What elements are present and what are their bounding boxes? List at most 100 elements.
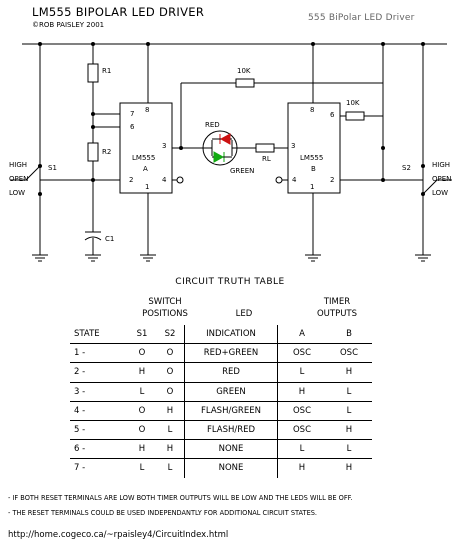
subtitle: 555 BiPolar LED Driver [308,13,415,23]
cell-state: 7 - [70,458,128,478]
footer-url[interactable]: http://home.cogeco.ca/~rpaisley4/Circuit… [8,530,229,540]
hdr-positions: POSITIONS [142,309,188,319]
cell-b: H [326,419,372,440]
ic-b-unit: B [311,165,316,173]
hdr-outputs: OUTPUTS [316,309,358,319]
label-led-red: RED [205,121,220,129]
cell-state: 4 - [70,400,128,421]
resistor-r2 [87,142,99,162]
green-led-icon [213,151,225,163]
cell-b: L [326,400,372,421]
cell-s2: O [156,381,185,402]
pin-b-2: 2 [330,176,335,184]
copyright: ©ROB PAISLEY 2001 [32,21,105,29]
cell-a: H [277,458,326,478]
ic-lm555-b [287,102,341,194]
table-row: 3 - L O GREEN H L [70,381,372,402]
label-s2: S2 [402,164,411,172]
cell-b: L [326,381,372,402]
cell-indication: GREEN [184,381,278,402]
diagram-title: LM555 BIPOLAR LED DRIVER [32,5,205,19]
cell-indication: RED [184,362,278,383]
cell-s1: L [128,381,156,402]
label-c1: C1 [105,235,115,243]
cell-b: H [326,362,372,383]
cell-a: OSC [277,419,326,440]
label-led-green: GREEN [230,167,255,175]
s2-low: LOW [432,189,449,197]
ic-a-unit: A [143,165,148,173]
note-2: - THE RESET TERMINALS COULD BE USED INDE… [8,509,318,517]
col-s2: S2 [156,325,185,345]
col-state: STATE [70,325,128,345]
cell-s2: H [156,439,185,459]
table-row: 6 - H H NONE L L [70,439,372,459]
cell-a: OSC [277,400,326,421]
s2-high: HIGH [432,161,451,169]
label-r2: R2 [102,148,112,156]
cell-state: 6 - [70,439,128,459]
cell-s2: L [156,458,185,478]
cell-s2: L [156,419,185,440]
pin-b-1: 1 [310,183,315,191]
pin-b-4: 4 [292,176,297,184]
hdr-led: LED [235,309,253,319]
cell-state: 3 - [70,381,128,402]
label-s1: S1 [48,164,57,172]
pin-a-1: 1 [145,183,150,191]
pin-a-6: 6 [130,123,135,131]
s1-open: OPEN [9,175,29,183]
cell-s1: H [128,362,156,383]
cell-state: 2 - [70,362,128,383]
hdr-timer: TIMER [323,297,351,307]
cell-s1: H [128,439,156,459]
truth-table: STATE S1 S2 INDICATION A B 1 - O O RED+G… [70,325,372,478]
label-rl: RL [262,155,271,163]
pin-b-6: 6 [330,111,335,119]
pin-a-2: 2 [129,176,134,184]
cell-s1: L [128,458,156,478]
pin-a-3: 3 [162,142,167,150]
cell-s2: H [156,400,185,421]
note-1: - IF BOTH RESET TERMINALS ARE LOW BOTH T… [8,494,353,502]
cell-indication: NONE [184,458,278,478]
pin-a-4: 4 [162,176,167,184]
truth-table-title: CIRCUIT TRUTH TABLE [175,277,285,287]
s2-open: OPEN [432,175,452,183]
cell-indication: RED+GREEN [184,343,278,363]
label-r1: R1 [102,67,112,75]
cell-a: OSC [277,343,326,363]
cell-indication: FLASH/GREEN [184,400,278,421]
cell-indication: FLASH/RED [184,419,278,440]
s1-low: LOW [9,189,26,197]
cell-s1: O [128,400,156,421]
label-10k-right: 10K [346,99,360,107]
red-led-icon [219,133,231,145]
ic-b-name: LM555 [300,154,324,162]
cell-a: L [277,362,326,383]
cell-b: L [326,439,372,459]
col-s1: S1 [128,325,156,345]
s1-high: HIGH [9,161,28,169]
cell-state: 5 - [70,419,128,440]
table-row: 4 - O H FLASH/GREEN OSC L [70,400,372,421]
cell-b: H [326,458,372,478]
resistor-rl [255,143,275,153]
pin-a-8: 8 [145,106,150,114]
cell-s1: O [128,419,156,440]
pin-b-8: 8 [310,106,315,114]
table-row: 5 - O L FLASH/RED OSC H [70,419,372,440]
label-10k-top: 10K [237,67,251,75]
table-row: 2 - H O RED L H [70,362,372,383]
resistor-10k-top [235,78,255,88]
resistor-r1 [87,63,99,83]
cell-a: H [277,381,326,402]
table-row: 7 - L L NONE H H [70,458,372,478]
cell-s2: O [156,362,185,383]
cell-a: L [277,439,326,459]
table-row: 1 - O O RED+GREEN OSC OSC [70,343,372,363]
cell-indication: NONE [184,439,278,459]
hdr-switch: SWITCH [148,297,182,307]
table-header-row: STATE S1 S2 INDICATION A B [70,325,372,345]
